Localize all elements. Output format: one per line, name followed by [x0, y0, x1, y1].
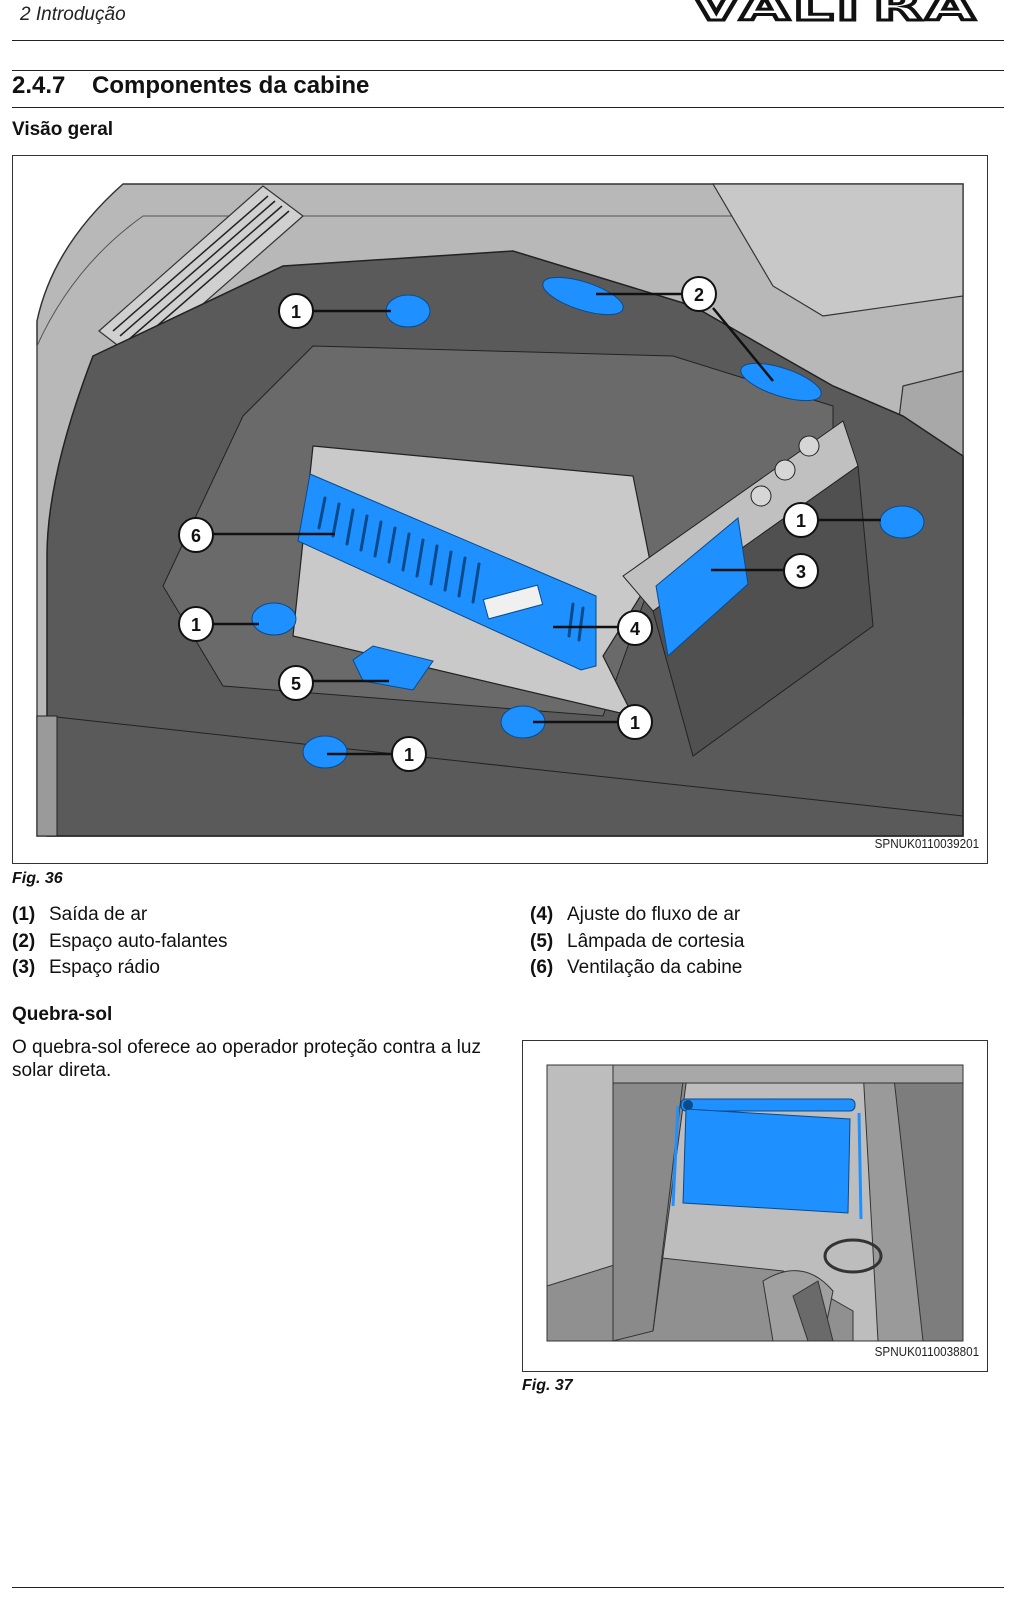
cabin-roof-illustration: 1 2 1 6 1 3 1 4 5 1: [36, 183, 964, 837]
legend-right: (4)Ajuste do fluxo de ar (5)Lâmpada de c…: [530, 902, 744, 982]
legend-left: (1)Saída de ar (2)Espaço auto-falantes (…: [12, 902, 228, 982]
sunshade-illustration: [546, 1064, 964, 1342]
heading-rule-top: [12, 70, 1004, 71]
section-number: 2.4.7: [12, 72, 66, 99]
legend-item: (1)Saída de ar: [12, 904, 148, 925]
figure-37: SPNUK0110038801: [522, 1040, 988, 1372]
figure-36: 1 2 1 6 1 3 1 4 5 1 SPNUK0110039201: [12, 155, 988, 864]
figure-37-code: SPNUK0110038801: [874, 1344, 979, 1359]
callout-2: 2: [694, 285, 704, 305]
legend-item: (5)Lâmpada de cortesia: [530, 930, 745, 952]
section-title: Componentes da cabine: [92, 72, 370, 99]
sunshade-body: O quebra-sol oferece ao operador proteçã…: [12, 1037, 481, 1081]
callout-3: 3: [796, 562, 806, 582]
legend-item: (3)Espaço rádio: [12, 957, 160, 978]
callout-6: 6: [191, 526, 201, 546]
header-rule: [12, 40, 1004, 41]
figure-37-caption: Fig. 37: [522, 1377, 573, 1394]
footer-rule: [12, 1587, 1004, 1588]
section-heading: 2.4.7 Componentes da cabine: [12, 72, 369, 100]
sunshade-title: Quebra-sol: [12, 1004, 113, 1025]
heading-rule-bottom: [12, 107, 1004, 108]
legend-item: (6)Ventilação da cabine: [530, 957, 743, 978]
callout-1a: 1: [291, 302, 301, 322]
callout-4: 4: [630, 619, 640, 639]
legend-item: (4)Ajuste do fluxo de ar: [530, 904, 741, 925]
figure-36-code: SPNUK0110039201: [874, 836, 979, 851]
figure-36-caption: Fig. 36: [12, 870, 63, 887]
overview-title: Visão geral: [12, 119, 114, 140]
callout-1c: 1: [191, 615, 201, 635]
callout-5: 5: [291, 674, 301, 694]
callout-1e: 1: [404, 745, 414, 765]
brand-logo: VALTRA: [689, 0, 978, 32]
callout-1d: 1: [630, 713, 640, 733]
legend-item: (2)Espaço auto-falantes: [12, 930, 228, 952]
header-section: 2 Introdução: [20, 4, 126, 25]
callout-1b: 1: [796, 511, 806, 531]
